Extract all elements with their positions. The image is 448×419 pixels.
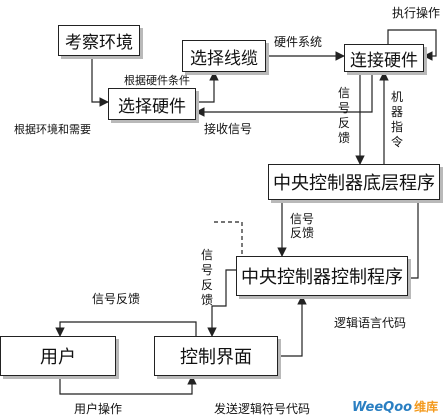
label-xinhao-fankui-vertical-3: 信号反馈 xyxy=(200,248,213,307)
label-yingjian-xitong: 硬件系统 xyxy=(274,35,323,49)
box-xuanze-xianlan: 选择线缆 xyxy=(182,40,266,72)
arrow-control-to-lowlevel xyxy=(407,193,419,279)
label-xinhao-fankui-2: 信号反馈 xyxy=(290,212,315,240)
label-genju-huanjing-xuyao: 根据环境和需要 xyxy=(14,123,91,136)
label-jiqi-zhiling-vertical: 机器指令 xyxy=(390,90,403,149)
box-xuanze-yingjian: 选择硬件 xyxy=(108,88,196,120)
arrow-hw-select-to-cable xyxy=(196,71,219,103)
label-xinhao-fankui-user: 信号反馈 xyxy=(92,292,141,306)
box-zhongyang-diceng: 中央控制器底层程序 xyxy=(268,164,440,200)
box-kongzhi-jiemian: 控制界面 xyxy=(154,336,278,376)
arrow-connect-to-hw-select xyxy=(195,72,373,117)
label-yonghu-caozuo: 用户操作 xyxy=(74,402,123,416)
box-lianjie-yingjian: 连接硬件 xyxy=(344,44,424,72)
dashed-feedback-bracket xyxy=(214,221,243,256)
arrow-execute-loop xyxy=(387,29,437,61)
box-kaocha-huanjing: 考察环境 xyxy=(58,25,140,56)
label-jieshou-xinhao: 接收信号 xyxy=(204,122,253,136)
arrow-control-to-ui xyxy=(207,269,236,337)
watermark-suffix: 维库 xyxy=(414,400,439,414)
arrow-env-to-hw-select xyxy=(91,56,109,107)
box-zhongyang-kongzhi: 中央控制器控制程序 xyxy=(236,256,408,296)
label-luoji-yuyan-daima: 逻辑语言代码 xyxy=(334,316,407,330)
arrow-ui-to-user xyxy=(55,321,197,337)
watermark-brand: WeeQoo xyxy=(352,400,413,415)
label-fasong-luoji-fuhao: 发送逻辑符号代码 xyxy=(214,402,311,416)
box-yonghu: 用户 xyxy=(0,336,116,376)
label-zhixing-caozuo: 执行操作 xyxy=(392,6,441,20)
arrow-user-to-ui xyxy=(59,375,197,395)
label-xinhao-fankui-vertical-1: 信号反馈 xyxy=(337,86,350,145)
label-genju-yingjian-tiaojian: 根据硬件条件 xyxy=(124,74,190,87)
arrow-ui-to-control xyxy=(278,295,307,357)
